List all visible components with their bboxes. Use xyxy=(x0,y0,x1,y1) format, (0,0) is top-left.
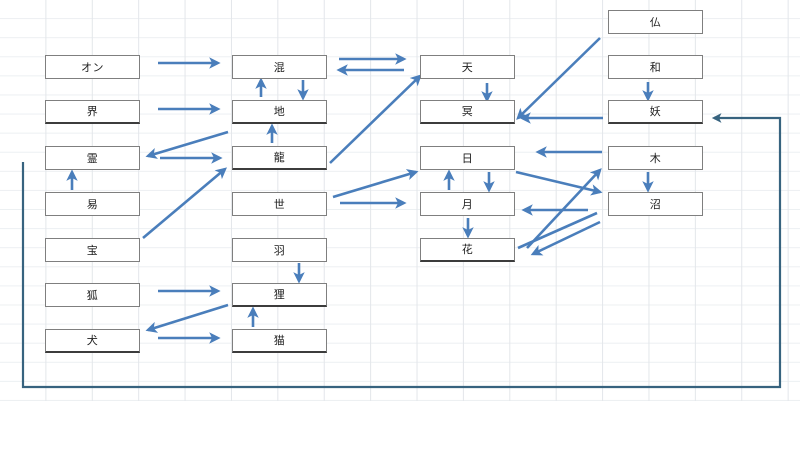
node-box-n15[interactable]: 天 xyxy=(420,55,515,79)
node-box-n17[interactable]: 日 xyxy=(420,146,515,170)
node-box-n13[interactable]: 狸 xyxy=(232,283,327,307)
node-box-n5[interactable]: 宝 xyxy=(45,238,140,262)
node-label: 仏 xyxy=(649,15,662,29)
node-box-n18[interactable]: 月 xyxy=(420,192,515,216)
node-label: 混 xyxy=(273,60,286,74)
node-box-n9[interactable]: 地 xyxy=(232,100,327,124)
node-box-n16[interactable]: 冥 xyxy=(420,100,515,124)
node-box-n21[interactable]: 和 xyxy=(608,55,703,79)
node-box-n12[interactable]: 羽 xyxy=(232,238,327,262)
node-label: 犬 xyxy=(86,334,99,347)
node-box-n8[interactable]: 混 xyxy=(232,55,327,79)
node-label: 世 xyxy=(273,197,286,211)
node-box-n10[interactable]: 龍 xyxy=(232,146,327,170)
node-box-n3[interactable]: 霊 xyxy=(45,146,140,170)
node-label: 界 xyxy=(86,105,99,118)
node-box-n11[interactable]: 世 xyxy=(232,192,327,216)
node-label: 猫 xyxy=(273,334,286,347)
node-box-n24[interactable]: 沼 xyxy=(608,192,703,216)
node-label: 花 xyxy=(461,243,474,256)
node-label: 冥 xyxy=(461,105,474,118)
node-label: オン xyxy=(81,60,104,74)
node-label: 龍 xyxy=(273,151,286,164)
node-box-n1[interactable]: オン xyxy=(45,55,140,79)
node-label: 易 xyxy=(86,197,99,211)
node-box-n6[interactable]: 狐 xyxy=(45,283,140,307)
node-label: 天 xyxy=(461,60,474,74)
node-label: 沼 xyxy=(649,197,662,211)
node-box-n20[interactable]: 仏 xyxy=(608,10,703,34)
node-box-n7[interactable]: 犬 xyxy=(45,329,140,353)
node-box-n23[interactable]: 木 xyxy=(608,146,703,170)
node-box-n22[interactable]: 妖 xyxy=(608,100,703,124)
node-label: 月 xyxy=(461,197,474,211)
node-label: 宝 xyxy=(86,243,99,257)
node-box-n4[interactable]: 易 xyxy=(45,192,140,216)
node-box-n2[interactable]: 界 xyxy=(45,100,140,124)
node-label: 狸 xyxy=(273,288,286,301)
node-label: 妖 xyxy=(649,105,662,118)
node-label: 地 xyxy=(273,105,286,118)
node-box-n14[interactable]: 猫 xyxy=(232,329,327,353)
node-box-n19[interactable]: 花 xyxy=(420,238,515,262)
node-label: 日 xyxy=(461,151,474,165)
node-label: 木 xyxy=(649,151,662,165)
node-label: 狐 xyxy=(86,288,99,302)
node-label: 霊 xyxy=(86,151,99,165)
node-label: 和 xyxy=(649,60,662,74)
node-label: 羽 xyxy=(273,243,286,257)
